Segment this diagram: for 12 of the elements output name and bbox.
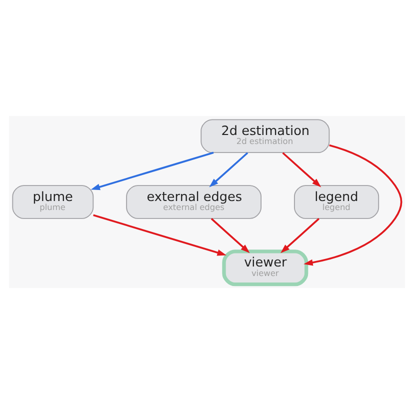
arrow [93,214,226,256]
node-box: viewer viewer [222,249,308,286]
arrow [280,218,320,253]
node-box: 2d estimation 2d estimation [200,118,330,153]
arrow [210,218,250,253]
node-box: plume plume [12,184,94,218]
arrow [90,151,214,190]
node-box: legend legend [294,184,380,218]
arrow [282,152,322,187]
node-box: external edges external edges [126,184,262,218]
arrow [209,152,248,187]
arrow [304,144,402,266]
